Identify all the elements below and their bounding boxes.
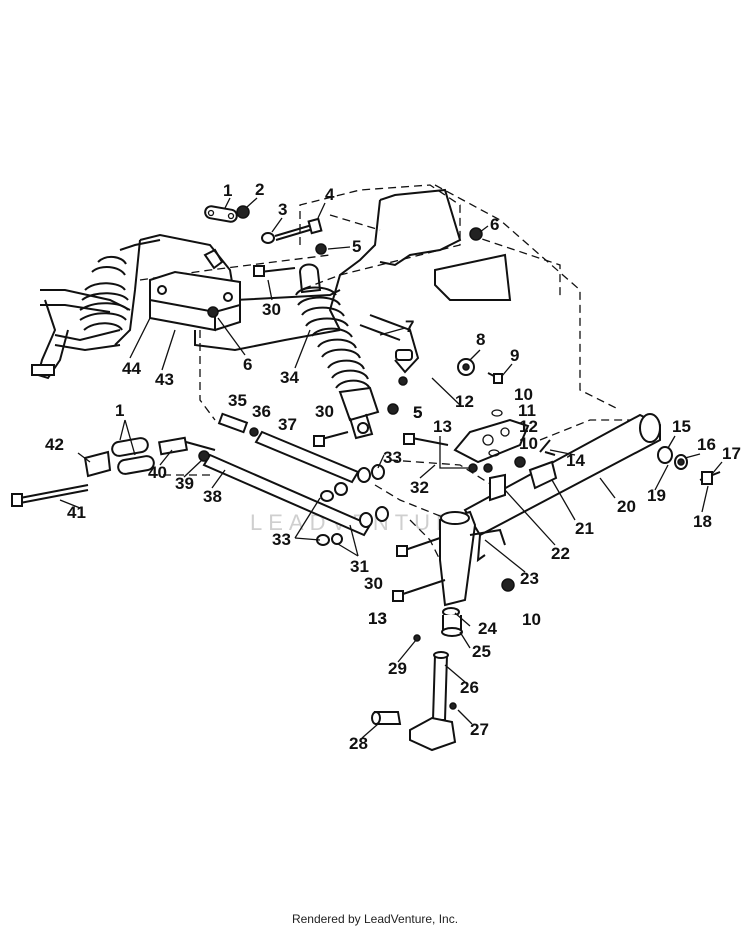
label-40: 40 — [148, 463, 167, 482]
label-16: 16 — [697, 435, 716, 454]
label-35: 35 — [228, 391, 247, 410]
label-34: 34 — [280, 368, 299, 387]
label-11: 11 — [518, 401, 536, 420]
leader-lines — [59, 197, 723, 739]
label-6: 6 — [243, 355, 252, 374]
label-22: 22 — [551, 544, 570, 563]
label-43: 43 — [155, 370, 174, 389]
label-3: 3 — [278, 200, 287, 219]
part-number-labels: 1 2 3 4 5 6 5 30 6 43 44 34 7 8 9 10 11 … — [45, 180, 741, 753]
label-4: 4 — [325, 185, 335, 204]
label-21: 21 — [575, 519, 594, 538]
label-9: 9 — [510, 346, 519, 365]
label-5: 5 — [352, 237, 361, 256]
label-33: 33 — [383, 448, 402, 467]
hardware-top — [204, 205, 483, 277]
label-10: 10 — [519, 434, 538, 453]
footer-credit: Rendered by LeadVenture, Inc. — [291, 912, 459, 926]
bushing-and-bolt — [457, 358, 503, 384]
ski-spindle — [409, 634, 457, 752]
label-42: 42 — [45, 435, 64, 454]
mounting-bracket — [149, 248, 241, 332]
background-suspension — [31, 256, 131, 380]
label-19: 19 — [647, 486, 666, 505]
label-18: 18 — [693, 512, 712, 531]
rod-bushings — [316, 464, 389, 546]
left-bolt-assembly — [11, 436, 216, 507]
label-30: 30 — [364, 574, 383, 593]
spindle-bushing — [441, 607, 463, 637]
label-30: 30 — [262, 300, 281, 319]
frame-outline — [139, 184, 640, 561]
label-28: 28 — [349, 734, 368, 753]
label-23: 23 — [520, 569, 539, 588]
label-20: 20 — [617, 497, 636, 516]
label-32: 32 — [410, 478, 429, 497]
label-31: 31 — [350, 557, 369, 576]
label-13: 13 — [433, 417, 452, 436]
label-37: 37 — [278, 415, 297, 434]
label-2: 2 — [255, 180, 264, 199]
label-36: 36 — [252, 402, 271, 421]
label-27: 27 — [470, 720, 489, 739]
shock-absorber — [295, 263, 380, 440]
label-39: 39 — [175, 474, 194, 493]
label-14: 14 — [566, 451, 585, 470]
shock-mount-bracket — [359, 314, 420, 386]
label-10: 10 — [522, 610, 541, 629]
lower-control-arm — [463, 413, 661, 563]
label-10: 10 — [514, 385, 533, 404]
label-13: 13 — [368, 609, 387, 628]
label-1: 1 — [115, 401, 124, 420]
frame-structure — [114, 188, 512, 352]
spindle-knuckle — [392, 510, 515, 607]
label-7: 7 — [405, 317, 414, 336]
label-38: 38 — [203, 487, 222, 506]
upper-link — [403, 409, 556, 473]
label-41: 41 — [67, 503, 86, 522]
ski-bushing-tube — [371, 711, 402, 725]
pivot-hardware — [657, 446, 721, 485]
label-15: 15 — [672, 417, 691, 436]
label-8: 8 — [476, 330, 485, 349]
label-1: 1 — [223, 181, 232, 200]
label-5: 5 — [413, 403, 422, 422]
label-26: 26 — [460, 678, 479, 697]
label-12: 12 — [519, 417, 538, 436]
label-6: 6 — [490, 215, 499, 234]
label-33: 33 — [272, 530, 291, 549]
label-13: 13 — [368, 609, 387, 628]
label-17: 17 — [722, 444, 741, 463]
radius-rods — [202, 403, 399, 537]
label-30: 30 — [315, 402, 334, 421]
label-44: 44 — [122, 359, 141, 378]
label-5: 5 — [413, 403, 422, 422]
label-29: 29 — [388, 659, 407, 678]
label-12: 12 — [455, 392, 474, 411]
label-25: 25 — [472, 642, 491, 661]
label-24: 24 — [478, 619, 497, 638]
